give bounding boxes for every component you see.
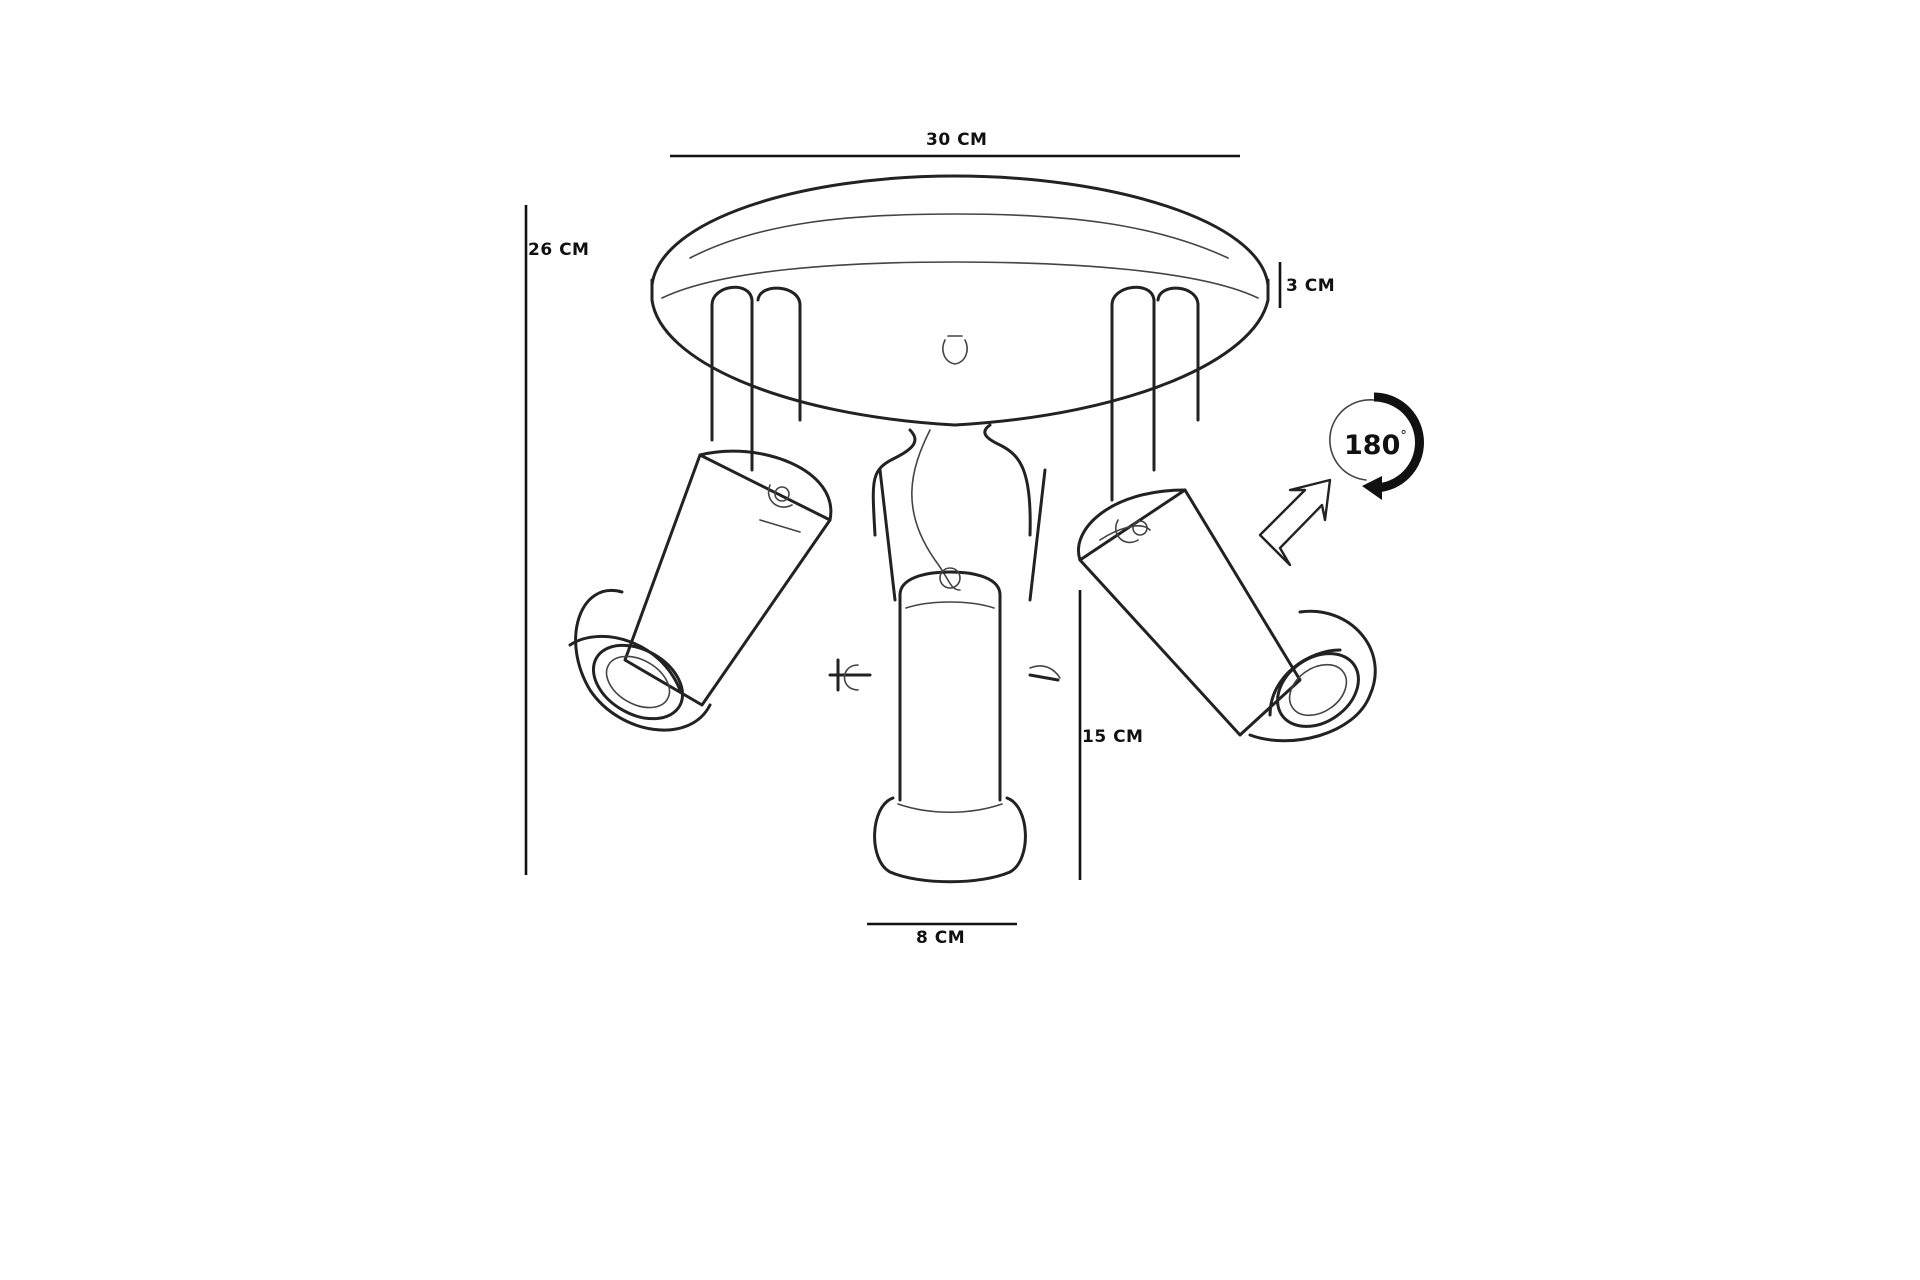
width-label: 30 CM (926, 130, 988, 150)
rotation-label: 180° (1344, 429, 1407, 461)
spot-diameter-label: 8 CM (916, 928, 966, 948)
dimension-lines (524, 154, 1282, 926)
rotation-value: 180 (1344, 430, 1401, 461)
center-spot (828, 567, 1061, 884)
up-right-arrow-icon (1258, 478, 1332, 567)
canopy (650, 174, 1270, 427)
left-spot (568, 449, 833, 732)
height-label: 26 CM (528, 240, 590, 260)
right-spot (1077, 488, 1377, 743)
base-thickness-label: 3 CM (1286, 276, 1336, 296)
rotation-unit: ° (1400, 429, 1407, 444)
rotate-arrow-icon (1329, 392, 1424, 500)
spot-length-label: 15 CM (1082, 727, 1144, 747)
bracket-arms (710, 285, 1200, 602)
